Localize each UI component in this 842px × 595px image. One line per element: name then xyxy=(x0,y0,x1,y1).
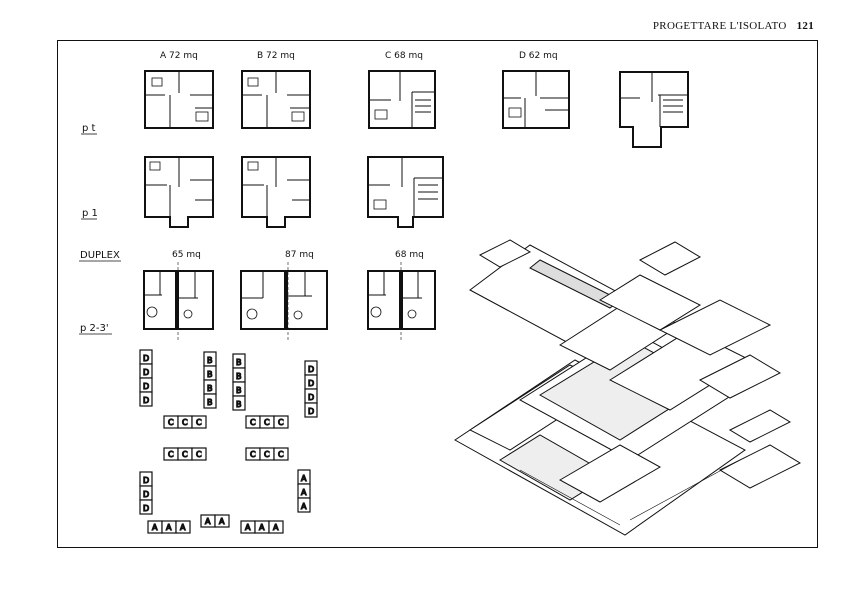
svg-text:C: C xyxy=(250,450,256,459)
floor-plans xyxy=(143,70,689,340)
svg-text:C: C xyxy=(196,450,202,459)
svg-text:D: D xyxy=(143,396,149,405)
svg-text:A: A xyxy=(219,517,225,526)
svg-text:D: D xyxy=(143,476,149,485)
svg-text:C: C xyxy=(278,450,284,459)
svg-text:C: C xyxy=(168,418,174,427)
svg-text:C: C xyxy=(196,418,202,427)
svg-text:A: A xyxy=(152,523,158,532)
svg-text:B: B xyxy=(236,386,242,395)
svg-text:D: D xyxy=(143,490,149,499)
plan-b-first xyxy=(241,156,311,228)
svg-text:C: C xyxy=(264,450,270,459)
svg-text:D: D xyxy=(308,379,314,388)
svg-text:D: D xyxy=(143,368,149,377)
plan-a-first xyxy=(144,156,214,228)
header-title: PROGETTARE L'ISOLATO xyxy=(652,20,787,32)
svg-text:A: A xyxy=(166,523,172,532)
unit-label-d: D 62 mq xyxy=(519,51,558,61)
running-header: PROGETTARE L'ISOLATO 121 xyxy=(653,20,814,32)
svg-text:B: B xyxy=(207,370,213,379)
plan-a-ground xyxy=(144,70,214,129)
figure-frame xyxy=(57,40,818,548)
svg-text:D: D xyxy=(308,365,314,374)
plan-duplex-1 xyxy=(143,270,214,330)
plan-c-ground xyxy=(368,70,436,129)
svg-text:A: A xyxy=(301,474,307,483)
svg-text:A: A xyxy=(301,502,307,511)
svg-text:A: A xyxy=(245,523,251,532)
plan-d-ground xyxy=(502,70,570,129)
svg-text:A: A xyxy=(301,488,307,497)
svg-text:D: D xyxy=(143,354,149,363)
unit-label-b: B 72 mq xyxy=(257,51,295,61)
svg-text:C: C xyxy=(264,418,270,427)
plan-b-ground xyxy=(241,70,311,129)
svg-text:B: B xyxy=(236,358,242,367)
row-label-pt: p t xyxy=(82,123,96,134)
plan-e-ground xyxy=(619,71,689,148)
svg-text:D: D xyxy=(308,407,314,416)
duplex-label-1: 65 mq xyxy=(172,250,201,260)
svg-text:C: C xyxy=(278,418,284,427)
duplex-label-2: 87 mq xyxy=(285,250,314,260)
svg-text:A: A xyxy=(259,523,265,532)
unit-label-a: A 72 mq xyxy=(160,51,198,61)
svg-text:A: A xyxy=(273,523,279,532)
row-label-p23: p 2-3' xyxy=(80,323,109,334)
svg-text:B: B xyxy=(236,372,242,381)
svg-text:C: C xyxy=(182,450,188,459)
svg-text:D: D xyxy=(143,382,149,391)
svg-text:A: A xyxy=(205,517,211,526)
plan-duplex-3 xyxy=(367,270,436,330)
svg-text:D: D xyxy=(308,393,314,402)
plan-c-first xyxy=(367,156,444,228)
svg-text:D: D xyxy=(143,504,149,513)
axonometric-view xyxy=(454,239,802,536)
block-a-column-right: AAA xyxy=(297,469,311,513)
svg-text:C: C xyxy=(182,418,188,427)
duplex-label-3: 68 mq xyxy=(395,250,424,260)
block-d-column-lower: DDD xyxy=(139,471,153,515)
unit-label-c: C 68 mq xyxy=(385,51,423,61)
svg-text:B: B xyxy=(207,398,213,407)
svg-text:A: A xyxy=(180,523,186,532)
page-number: 121 xyxy=(796,20,814,32)
row-label-duplex: DUPLEX xyxy=(80,250,120,261)
svg-text:C: C xyxy=(250,418,256,427)
row-label-p1: p 1 xyxy=(82,208,98,219)
svg-text:B: B xyxy=(207,384,213,393)
plan-duplex-2 xyxy=(240,270,328,330)
svg-text:B: B xyxy=(207,356,213,365)
svg-text:B: B xyxy=(236,400,242,409)
svg-text:C: C xyxy=(168,450,174,459)
